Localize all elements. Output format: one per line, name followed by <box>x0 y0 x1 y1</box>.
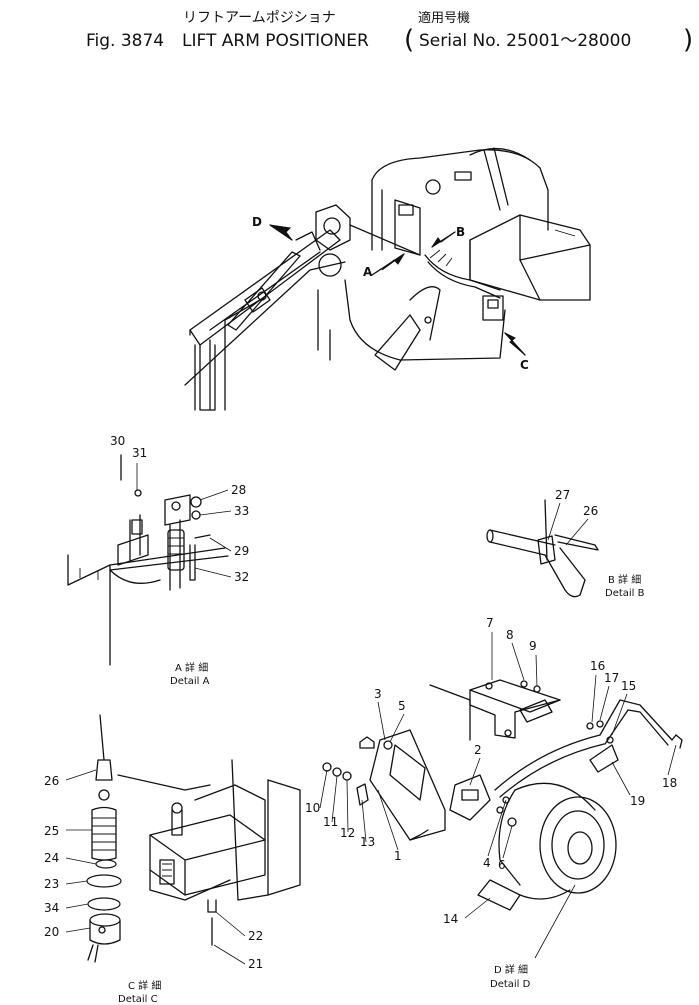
part-label-29: 29 <box>234 544 249 558</box>
part-label-27: 27 <box>555 488 570 502</box>
machine-overview <box>184 147 591 411</box>
part-label-24: 24 <box>44 851 59 865</box>
part-label-21: 21 <box>248 957 263 971</box>
part-label-16: 16 <box>590 659 605 673</box>
part-label-19: 19 <box>630 794 645 808</box>
detail-d-jp: D 詳 細 <box>494 963 528 976</box>
header: リフトアームポジショナ 適用号機 Fig. 3874 LIFT ARM POSI… <box>86 10 693 55</box>
part-label-15: 15 <box>621 679 636 693</box>
part-label-34: 34 <box>44 901 59 915</box>
part-label-5: 5 <box>398 699 406 713</box>
detail-c-drawing <box>86 714 301 963</box>
detail-b-caption: Detail B <box>605 588 645 599</box>
detail-a-caption: Detail A <box>170 676 210 687</box>
part-label-33: 33 <box>234 504 249 518</box>
detail-d-drawing <box>322 679 683 911</box>
part-label-9: 9 <box>529 639 537 653</box>
detail-b-labels: 27 26 B 詳 細 Detail B <box>547 488 645 599</box>
header-japanese-title: リフトアームポジショナ <box>183 10 336 26</box>
serial-range: Serial No. 25001～28000 <box>419 31 631 51</box>
callout-b: B <box>456 225 465 239</box>
part-label-14: 14 <box>443 912 458 926</box>
callout-d: D <box>252 215 262 229</box>
part-label-32: 32 <box>234 570 249 584</box>
part-label-28: 28 <box>231 483 246 497</box>
paren-open: ( <box>404 25 414 55</box>
figure-number: Fig. 3874 <box>86 31 164 51</box>
detail-c-caption: Detail C <box>118 994 158 1005</box>
part-label-11: 11 <box>323 815 338 829</box>
part-label-31: 31 <box>132 446 147 460</box>
part-label-12: 12 <box>340 826 355 840</box>
part-label-26-detail-c: 26 <box>44 774 59 788</box>
part-label-18: 18 <box>662 776 677 790</box>
detail-b-jp: B 詳 細 <box>608 573 641 586</box>
part-label-3: 3 <box>374 687 382 701</box>
detail-d-labels: 7 8 9 3 5 2 10 11 12 13 1 4 6 16 17 15 1… <box>305 616 677 990</box>
detail-a-jp: A 詳 細 <box>175 661 208 674</box>
detail-b-drawing <box>486 499 599 598</box>
part-label-30: 30 <box>110 434 125 448</box>
part-label-6: 6 <box>498 858 506 872</box>
part-label-26-detail-b: 26 <box>583 504 598 518</box>
detail-c-jp: C 詳 細 <box>128 979 161 992</box>
detail-d-caption: Detail D <box>490 979 531 990</box>
part-label-8: 8 <box>506 628 514 642</box>
callout-c: C <box>520 358 529 372</box>
callout-a: A <box>363 265 373 279</box>
part-label-22: 22 <box>248 929 263 943</box>
header-japanese-applicability: 適用号機 <box>418 10 470 26</box>
figure-title: LIFT ARM POSITIONER <box>182 31 369 51</box>
part-label-10: 10 <box>305 801 320 815</box>
overview-callouts: D A B C <box>252 215 529 372</box>
part-label-13: 13 <box>360 835 375 849</box>
part-label-1: 1 <box>394 849 402 863</box>
part-label-25: 25 <box>44 824 59 838</box>
part-label-4: 4 <box>483 856 491 870</box>
part-label-7: 7 <box>486 616 494 630</box>
part-label-17: 17 <box>604 671 619 685</box>
part-label-2: 2 <box>474 743 482 757</box>
part-label-20: 20 <box>44 925 59 939</box>
paren-close: ) <box>683 25 693 55</box>
detail-c-labels: 26 25 24 23 34 20 22 21 C 詳 細 Detail C <box>44 769 263 1005</box>
part-label-23: 23 <box>44 877 59 891</box>
detail-a-drawing <box>67 454 229 666</box>
detail-a-labels: 30 31 28 33 29 32 A 詳 細 Detail A <box>110 434 249 687</box>
